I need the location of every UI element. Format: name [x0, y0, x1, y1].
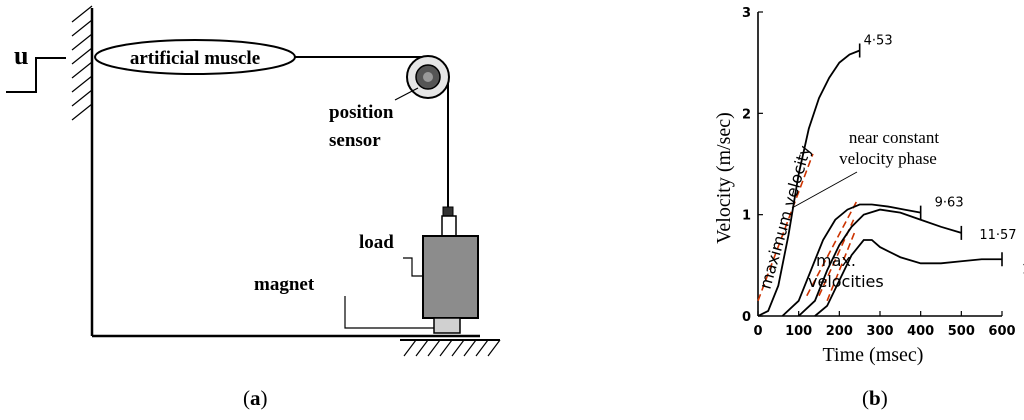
- y-tick-label: 2: [742, 107, 751, 122]
- y-tick-label: 0: [742, 310, 751, 325]
- load-pointer: [403, 257, 423, 277]
- velocity-curves: 4·53 9·63 11·57 13·42: [757, 34, 1024, 317]
- caption-b: (b): [862, 386, 888, 410]
- x-tick-label: 100: [785, 324, 812, 339]
- near-constant-label-2: velocity phase: [839, 149, 937, 168]
- x-tick-label: 400: [907, 324, 934, 339]
- curve-label: 9·63: [935, 196, 964, 211]
- near-constant-pointer: [791, 171, 858, 209]
- load-block: [422, 235, 479, 319]
- artificial-muscle-label: artificial muscle: [130, 48, 260, 69]
- max-velocities-label-1: max.: [816, 251, 856, 270]
- magnet-label: magnet: [254, 274, 315, 295]
- curve-label: 11·57: [979, 228, 1016, 243]
- magnet: [433, 317, 461, 334]
- tangent-line: [826, 229, 857, 302]
- load-rod: [441, 215, 457, 239]
- panel-a-diagram: u artificial muscle position sensor load…: [6, 5, 501, 357]
- input-step-signal: [6, 57, 66, 93]
- tick-labels: 0 100 200 300 400 500 600 0 1 2 3: [742, 6, 1016, 339]
- x-tick-label: 200: [826, 324, 853, 339]
- max-velocity-label: maximum velocity: [756, 143, 815, 291]
- ground-hatch: [400, 339, 501, 357]
- max-velocities-label-2: velocities: [808, 272, 884, 291]
- y-tick-label: 1: [742, 209, 751, 224]
- caption-a-letter: a: [250, 386, 261, 410]
- load-label: load: [359, 232, 394, 253]
- x-tick-label: 500: [948, 324, 975, 339]
- velocity-curve: [757, 49, 860, 317]
- x-tick-label: 600: [988, 324, 1015, 339]
- input-label: u: [14, 41, 28, 70]
- magnet-pointer: [344, 296, 434, 329]
- tangent-line: [806, 199, 859, 297]
- velocity-curve: [814, 239, 1002, 317]
- y-tick-label: 3: [742, 6, 751, 21]
- velocity-curve: [798, 208, 962, 317]
- caption-a: (a): [243, 386, 268, 410]
- x-tick-label: 0: [753, 324, 762, 339]
- position-sensor-pointer: [394, 87, 419, 101]
- x-tick-label: 300: [866, 324, 893, 339]
- velocity-curve: [781, 203, 921, 317]
- tangent-line: [757, 153, 814, 302]
- wall-hatch: [71, 5, 94, 336]
- caption-b-letter: b: [869, 386, 881, 410]
- position-sensor-label-2: sensor: [329, 130, 381, 151]
- curve-label: 4·53: [864, 34, 893, 49]
- position-sensor-label-1: position: [329, 102, 394, 123]
- curve-label: 13·42: [1022, 262, 1024, 277]
- velocity-chart: 4·53 9·63 11·57 13·42 0 100 200 300 400 500 600 0 1…: [742, 6, 1024, 339]
- near-constant-label-1: near constant: [849, 128, 939, 147]
- x-axis-label: Time (msec): [823, 344, 924, 366]
- y-axis-label: Velocity (m/sec): [713, 112, 735, 244]
- pulley: [406, 55, 450, 99]
